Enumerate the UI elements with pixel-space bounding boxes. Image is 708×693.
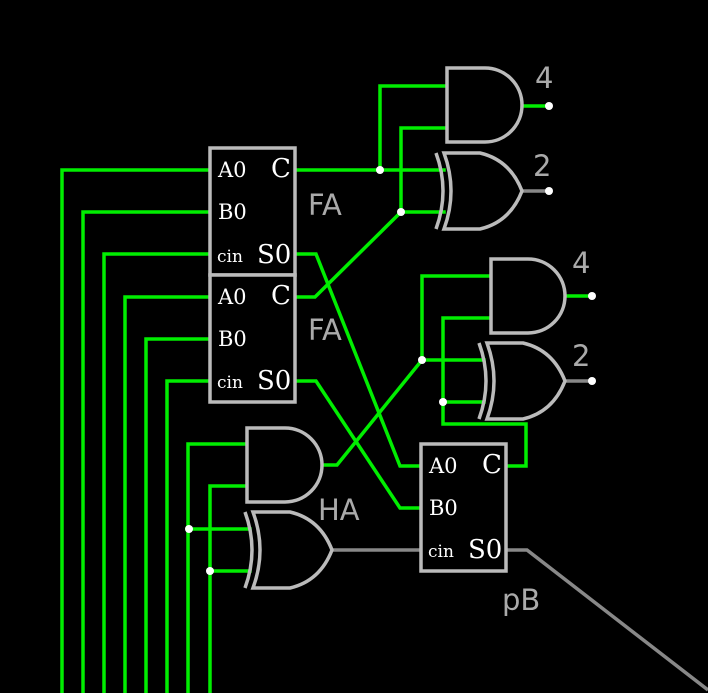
wire-in-6[interactable]: [165, 379, 212, 693]
pin-a0: A0: [217, 158, 247, 182]
pin-b0: B0: [218, 200, 247, 224]
xor-gate-ha[interactable]: [243, 510, 334, 590]
junction-dot: [185, 525, 193, 533]
and-gate-top[interactable]: [445, 66, 524, 144]
output-pin-and-mid[interactable]: [588, 292, 596, 300]
junction-dot: [376, 166, 384, 174]
wire-fa2-s[interactable]: [294, 379, 422, 510]
wire-fa2-c[interactable]: [294, 126, 448, 299]
wire-in-7[interactable]: [186, 442, 252, 693]
output-pin-xor-mid[interactable]: [588, 377, 596, 385]
junction-dot: [206, 567, 214, 575]
output-label-xor-top: 2: [533, 149, 551, 183]
output-pin-and-top[interactable]: [545, 102, 553, 110]
and-gate-mid[interactable]: [489, 257, 567, 335]
pin-s0: S0: [257, 240, 291, 270]
adder-pb[interactable]: A0 C B0 cin S0: [419, 442, 508, 573]
wire-ha-c[interactable]: [320, 274, 492, 467]
full-adder-bottom[interactable]: A0 C B0 cin S0: [208, 273, 297, 404]
wire-fa1-s[interactable]: [294, 252, 422, 468]
xor-gate-mid[interactable]: [477, 341, 567, 421]
full-adder-top[interactable]: A0 C B0 cin S0: [208, 146, 297, 277]
wire-fa1-c[interactable]: [294, 84, 448, 172]
and-gate-ha[interactable]: [245, 426, 324, 504]
pin-c: C: [271, 154, 291, 184]
output-label-xor-mid: 2: [572, 339, 590, 373]
pin-s0: S0: [468, 535, 502, 565]
pin-cin: cin: [428, 542, 454, 562]
pin-c: C: [271, 281, 291, 311]
junction-dot: [418, 356, 426, 364]
xor-gate-top[interactable]: [434, 151, 524, 231]
wire-in-3[interactable]: [102, 252, 212, 693]
wire-pb-s[interactable]: [506, 548, 708, 692]
output-pin-xor-top[interactable]: [545, 187, 553, 195]
junctions: [185, 102, 596, 575]
pin-b0: B0: [218, 327, 247, 351]
wire-in-4[interactable]: [123, 295, 212, 693]
pin-cin: cin: [217, 247, 243, 267]
junction-dot: [397, 208, 405, 216]
wire-in-1[interactable]: [60, 168, 212, 693]
wire-pb-c[interactable]: [441, 316, 528, 468]
ha-label: HA: [318, 493, 360, 527]
pin-s0: S0: [257, 366, 291, 396]
fa-top-label: FA: [308, 188, 342, 222]
pin-b0: B0: [429, 496, 458, 520]
wire-in-5[interactable]: [144, 337, 212, 693]
pin-c: C: [482, 450, 502, 480]
pin-a0: A0: [428, 454, 458, 478]
input-wires: [60, 168, 252, 693]
output-label-and-top: 4: [535, 61, 553, 95]
pb-label: pB: [502, 583, 540, 617]
pin-a0: A0: [217, 285, 247, 309]
pin-cin: cin: [217, 373, 243, 393]
fa-bottom-label: FA: [308, 313, 342, 347]
wire-in-2[interactable]: [81, 210, 212, 693]
output-label-and-mid: 4: [572, 246, 590, 280]
junction-dot: [439, 398, 447, 406]
wire-in-8[interactable]: [208, 484, 252, 693]
